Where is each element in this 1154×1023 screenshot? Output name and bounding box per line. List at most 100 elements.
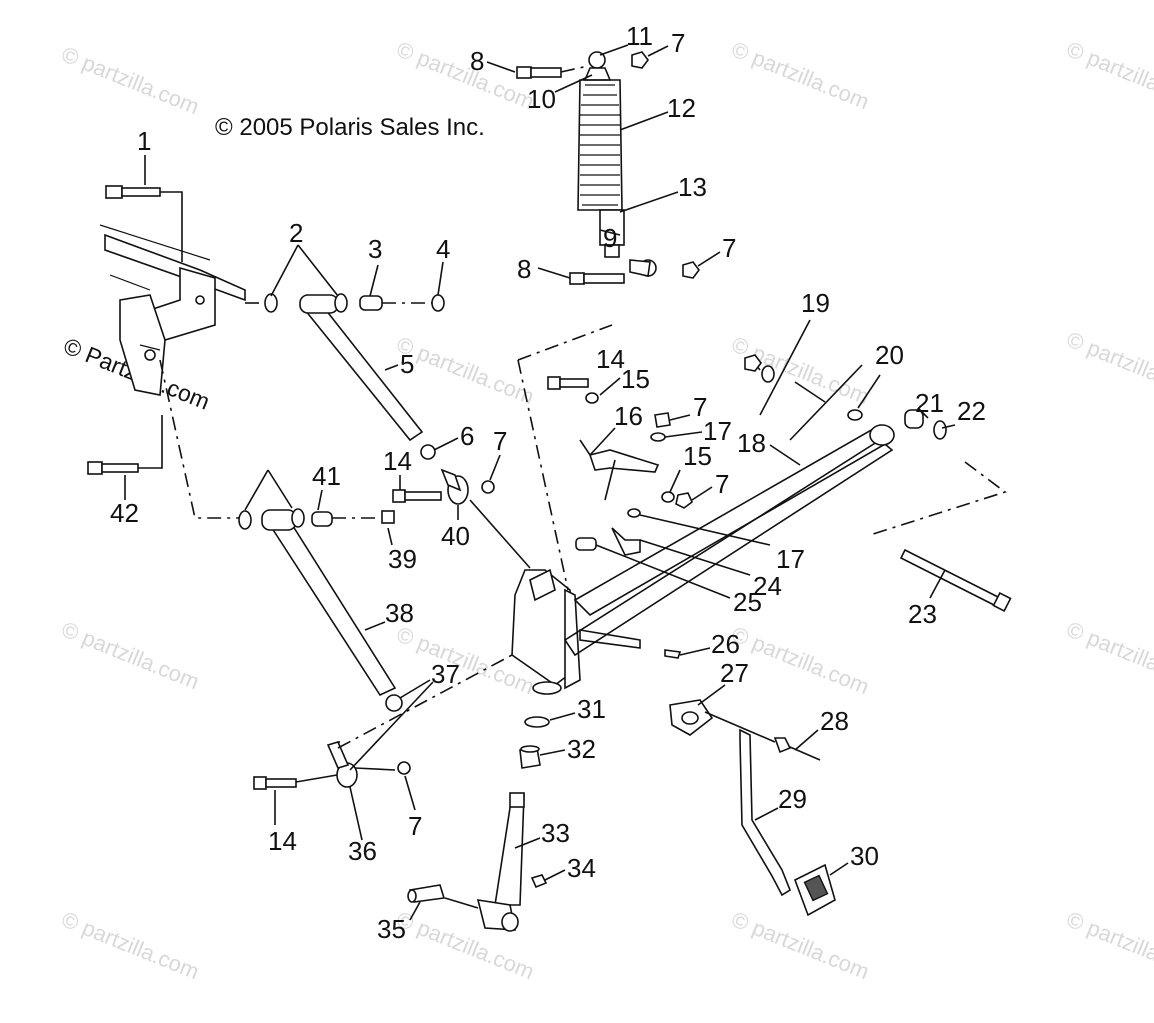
- leader: [669, 469, 681, 493]
- callout-32: 32: [567, 734, 596, 764]
- callout-1: 1: [137, 126, 151, 156]
- leader: [794, 729, 819, 751]
- leader: [789, 364, 863, 441]
- leader: [537, 267, 571, 279]
- callout-14: 14: [383, 446, 412, 476]
- callout-7: 7: [493, 426, 507, 456]
- callout-11: 11: [626, 21, 653, 51]
- watermark: © partzilla.com: [1063, 616, 1154, 694]
- leader: [549, 712, 576, 721]
- bolt-1: [105, 185, 161, 199]
- leader: [857, 374, 881, 409]
- leader: [639, 514, 771, 546]
- leader: [754, 807, 779, 821]
- callout-39: 39: [388, 544, 417, 574]
- callout-33: 33: [541, 818, 570, 848]
- callout-40: 40: [441, 521, 470, 551]
- watermark: © partzilla.com: [58, 41, 203, 119]
- spindle-knuckle: [511, 324, 682, 695]
- watermark: © partzilla.com: [728, 906, 873, 984]
- callout-21: 21: [915, 388, 944, 418]
- frame-bracket: [99, 224, 246, 396]
- watermark: © partzilla.com: [393, 36, 538, 114]
- leader: [404, 775, 416, 811]
- callout-36: 36: [348, 836, 377, 866]
- callout-15: 15: [621, 364, 650, 394]
- leader: [138, 415, 163, 469]
- leader: [295, 774, 338, 783]
- leader: [437, 261, 444, 296]
- bolt-42: [87, 461, 139, 475]
- leader: [489, 454, 501, 481]
- callout-14: 14: [596, 344, 625, 374]
- leader: [599, 229, 621, 236]
- leader: [595, 544, 731, 599]
- washer-19: [761, 365, 775, 383]
- centerline: [869, 461, 1007, 536]
- callout-13: 13: [678, 172, 707, 202]
- callout-17: 17: [703, 416, 732, 446]
- watermark: © partzilla.com: [1063, 326, 1154, 404]
- callout-19: 19: [801, 288, 830, 318]
- leader: [544, 869, 566, 881]
- leader: [469, 499, 531, 569]
- watermark: © partzilla.com: [58, 906, 203, 984]
- steering-column: [407, 716, 550, 932]
- callout-23: 23: [908, 599, 937, 629]
- watermarks: © partzilla.com © partzilla.com © partzi…: [58, 36, 1154, 984]
- callout-34: 34: [567, 853, 596, 883]
- leader: [917, 407, 929, 419]
- watermark: © partzilla.com: [1063, 36, 1154, 114]
- callout-3: 3: [368, 234, 382, 264]
- leader: [486, 61, 516, 73]
- callout-18: 18: [737, 428, 766, 458]
- callout-7: 7: [671, 28, 685, 58]
- leader: [769, 444, 801, 466]
- callout-42: 42: [110, 498, 139, 528]
- upper-a-arm: [264, 293, 445, 460]
- leader: [697, 684, 726, 706]
- leader: [664, 431, 703, 438]
- callout-6: 6: [460, 421, 474, 451]
- callout-7: 7: [722, 233, 736, 263]
- callout-17: 17: [776, 544, 805, 574]
- leader: [579, 427, 616, 457]
- watermark: © partzilla.com: [728, 36, 873, 114]
- leader: [369, 264, 379, 297]
- callout-24: 24: [753, 571, 782, 601]
- callout-20: 20: [875, 340, 904, 370]
- leader: [669, 414, 691, 421]
- callout-2: 2: [289, 218, 303, 248]
- leader: [349, 681, 434, 771]
- callout-30: 30: [850, 841, 879, 871]
- callout-14: 14: [268, 826, 297, 856]
- leader: [384, 364, 399, 371]
- callout-31: 31: [577, 694, 606, 724]
- callout-29: 29: [778, 784, 807, 814]
- leader: [599, 377, 621, 396]
- callout-7: 7: [715, 469, 729, 499]
- callout-28: 28: [820, 706, 849, 736]
- leader: [364, 621, 386, 631]
- bolt-23: [899, 548, 1012, 613]
- callout-38: 38: [385, 598, 414, 628]
- leader: [399, 679, 431, 699]
- leader: [354, 767, 396, 771]
- leader: [604, 459, 616, 501]
- leader: [599, 44, 629, 56]
- copyright-text: © 2005 Polaris Sales Inc.: [215, 114, 485, 141]
- watermark: © partzilla.com: [1063, 906, 1154, 984]
- leader: [619, 111, 669, 131]
- callout-12: 12: [667, 93, 696, 123]
- watermark: © partzilla.com: [393, 331, 538, 409]
- callout-35: 35: [377, 914, 406, 944]
- leader: [759, 319, 811, 416]
- leader: [929, 569, 946, 599]
- callout-9: 9: [603, 223, 617, 253]
- leader: [349, 786, 363, 841]
- leader: [829, 862, 849, 876]
- leader: [244, 469, 293, 511]
- leader: [409, 901, 421, 921]
- callout-22: 22: [957, 396, 986, 426]
- callout-5: 5: [400, 349, 414, 379]
